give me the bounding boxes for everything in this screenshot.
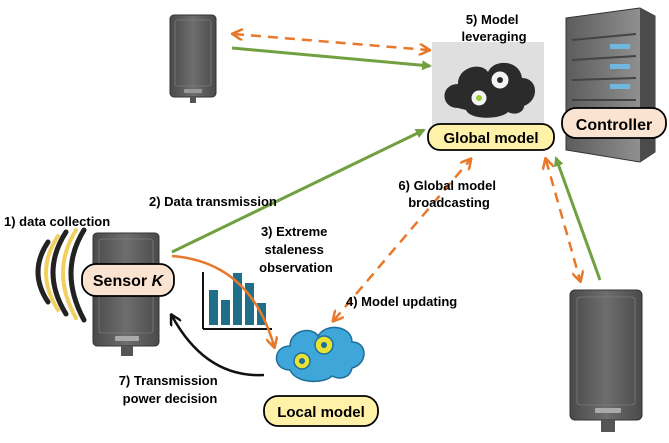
antenna-device-top <box>169 14 217 103</box>
global-model-label: Global model <box>443 130 538 147</box>
svg-text:Sensor K: Sensor K <box>93 273 165 290</box>
step4-label: 4) Model updating <box>346 294 457 309</box>
arrow-power-decision <box>172 316 265 377</box>
arrow-global-broadcast-local <box>334 160 470 320</box>
step6-label: 6) Global model broadcasting <box>398 178 499 210</box>
step5-label: 5) Model leveraging <box>461 12 526 44</box>
antenna-device-right <box>569 289 643 432</box>
sensor-label: Sensor <box>93 273 152 290</box>
controller-server: Controller <box>561 7 667 163</box>
step3-label: 3) Extreme staleness observation <box>259 224 333 275</box>
cloud-gears-icon <box>275 326 365 383</box>
cloud-gears-icon <box>444 62 536 118</box>
step1-label: 1) data collection <box>4 214 110 229</box>
arrow-global-broadcast-right <box>546 160 580 280</box>
arrow-data-transmission <box>171 128 426 254</box>
global-model-badge: Global model <box>427 123 555 151</box>
arrow-global-broadcast-top <box>234 34 428 50</box>
wireless-signal-icon <box>35 227 87 323</box>
step2-label: 2) Data transmission <box>149 194 277 209</box>
local-model-node: Local model <box>263 326 379 427</box>
controller-label: Controller <box>576 117 652 134</box>
arrow-top-to-global <box>231 46 432 71</box>
sensor-index: K <box>152 273 165 290</box>
antenna-panel-icon <box>569 289 643 421</box>
antenna-panel-icon <box>169 14 217 98</box>
bar-chart-icon <box>202 272 272 330</box>
arrow-right-to-global <box>554 156 602 281</box>
step7-label: 7) Transmission power decision <box>119 373 222 406</box>
arrow-staleness-observation <box>171 254 274 346</box>
global-model-node <box>432 42 544 134</box>
sensor-k-badge: Sensor K <box>81 263 175 297</box>
local-model-label: Local model <box>277 404 365 421</box>
